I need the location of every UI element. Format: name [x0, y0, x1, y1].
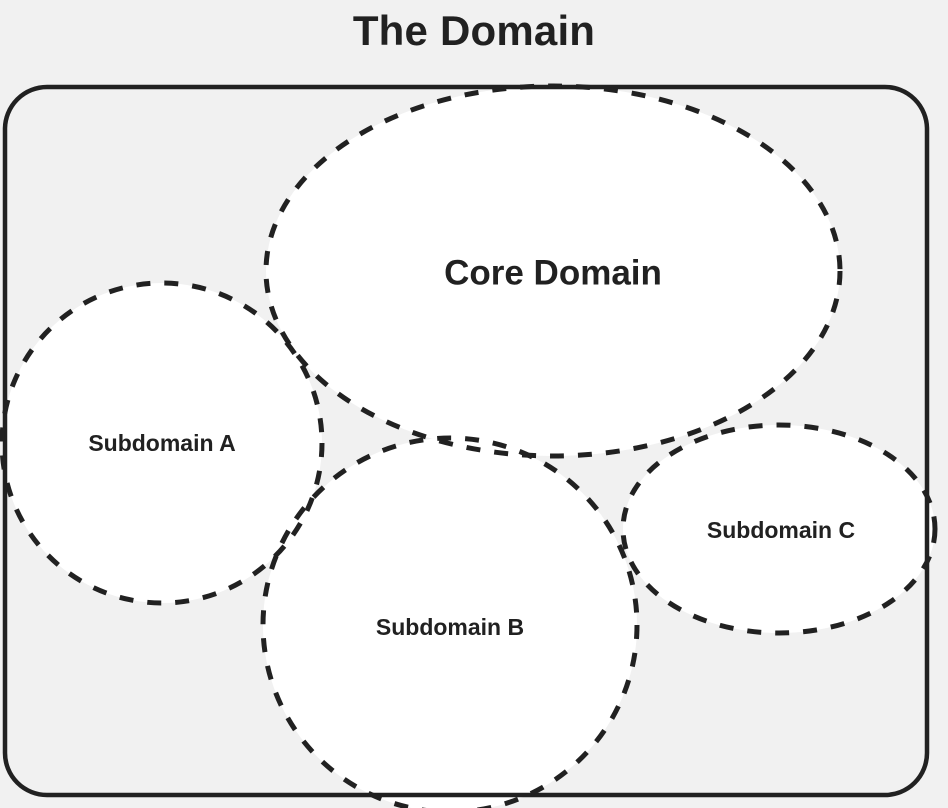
subdomain-b-fill	[263, 438, 637, 808]
subdomain-a-fill	[2, 283, 322, 603]
subdomain-c-label: Subdomain C	[707, 517, 855, 543]
domain-boundary-rect[interactable]	[2, 84, 930, 798]
core-domain-label: Core Domain	[444, 253, 662, 292]
subdomain-b-label: Subdomain B	[376, 614, 524, 640]
subdomain-c-fill	[623, 425, 935, 633]
subdomain-b-outline[interactable]	[260, 435, 640, 808]
shape-outlines	[0, 83, 938, 808]
subdomain-a-label: Subdomain A	[88, 430, 235, 456]
subdomain-c-outline[interactable]	[620, 422, 938, 636]
subdomain-a-outline[interactable]	[0, 280, 325, 606]
page-title: The Domain	[352, 7, 596, 54]
core-domain-fill	[266, 86, 840, 456]
shape-fills	[2, 86, 935, 808]
shape-labels: Core Domain Subdomain A Subdomain B Subd…	[88, 253, 855, 640]
core-domain-outline[interactable]	[263, 83, 843, 459]
